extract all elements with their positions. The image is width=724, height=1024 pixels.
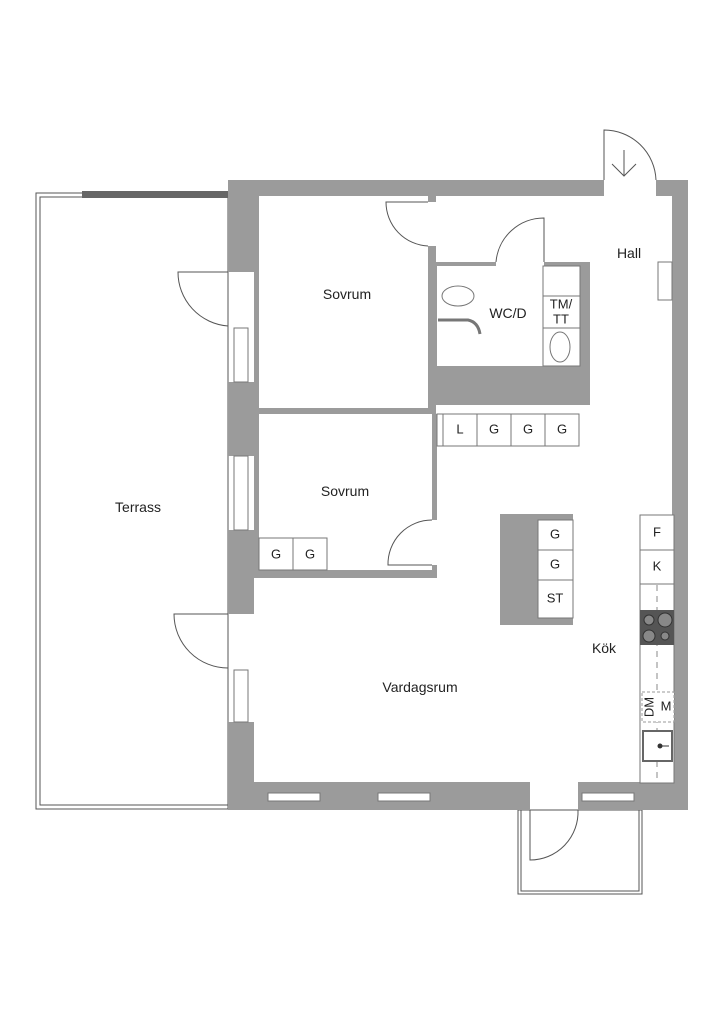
kitchen-island: G G ST bbox=[537, 519, 574, 619]
wardrobe-label: G bbox=[271, 546, 281, 561]
interior-walls bbox=[254, 196, 590, 625]
wc-tt-label: TT bbox=[553, 311, 569, 326]
hall-wardrobes: L G G G bbox=[436, 413, 580, 447]
dishwasher-label: DM bbox=[641, 697, 656, 717]
doors bbox=[173, 129, 673, 861]
island-label: G bbox=[550, 526, 560, 541]
freezer-label: K bbox=[653, 558, 662, 573]
room-label-kitchen: Kök bbox=[592, 640, 617, 656]
wardrobe-label: G bbox=[523, 421, 533, 436]
microwave-label: M bbox=[661, 698, 672, 713]
wc-tm-label: TM/ bbox=[550, 296, 573, 311]
kitchen-sink-icon bbox=[642, 730, 673, 762]
windows bbox=[233, 327, 635, 802]
shower-icon bbox=[438, 318, 482, 335]
room-label-hall: Hall bbox=[617, 245, 641, 261]
wc-fixtures: TM/ TT bbox=[438, 265, 581, 367]
wardrobe-label: G bbox=[557, 421, 567, 436]
balcony-outline bbox=[517, 809, 643, 895]
room-label-bedroom-1: Sovrum bbox=[323, 286, 371, 302]
wardrobe-label: G bbox=[305, 546, 315, 561]
kitchen-counter: F K DM M bbox=[639, 514, 675, 784]
fridge-label: F bbox=[653, 524, 661, 539]
wardrobe-label: G bbox=[489, 421, 499, 436]
terrace-outline bbox=[35, 191, 229, 810]
bedroom-wardrobes: G G bbox=[258, 537, 328, 571]
room-label-wc: WC/D bbox=[489, 305, 526, 321]
sink-icon bbox=[549, 331, 571, 363]
island-label: ST bbox=[547, 590, 564, 605]
island-label: G bbox=[550, 556, 560, 571]
toilet-icon bbox=[441, 285, 475, 307]
wardrobe-label: L bbox=[456, 421, 463, 436]
room-label-living-room: Vardagsrum bbox=[382, 679, 457, 695]
stove-icon bbox=[640, 610, 674, 645]
room-label-bedroom-2: Sovrum bbox=[321, 483, 369, 499]
room-label-terrace: Terrass bbox=[115, 499, 161, 515]
